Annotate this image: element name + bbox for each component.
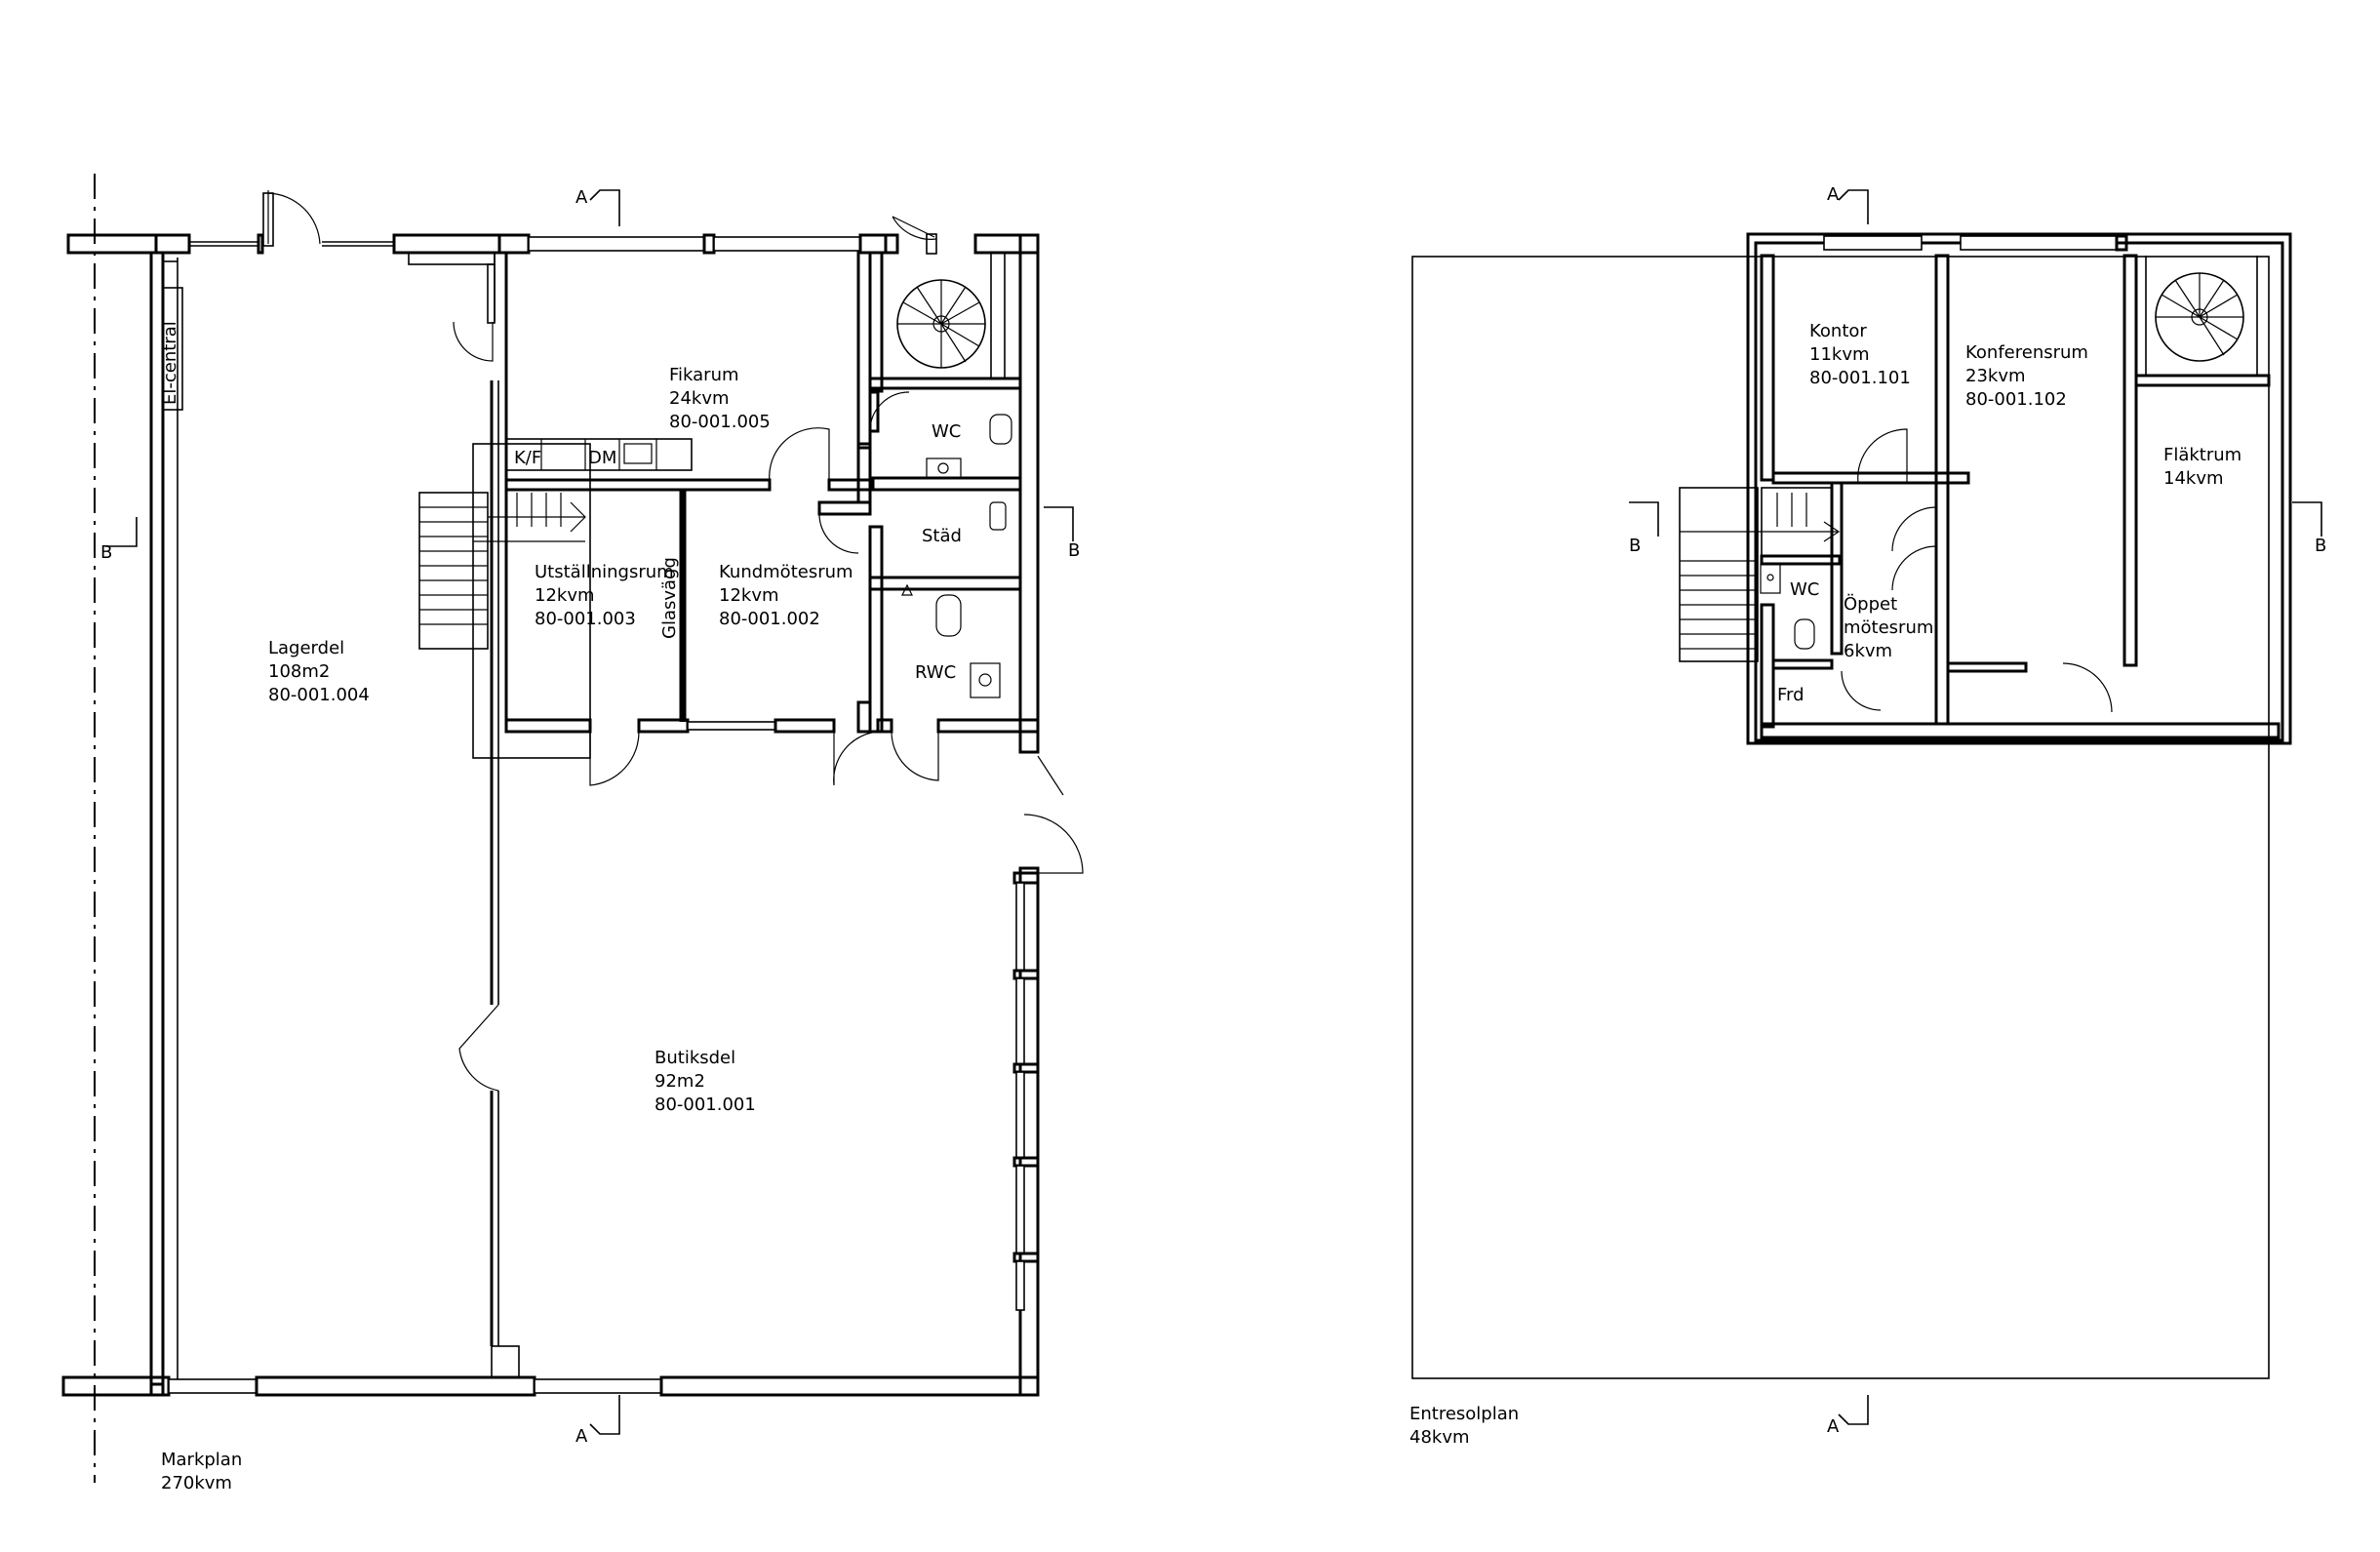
room-name-flaktrum: Fläktrum — [2163, 445, 2241, 465]
room-name-utstallningsrum: Utställningsrum — [535, 562, 674, 582]
room-labels: Lagerdel 108m2 80-001.004 Fikarum 24kvm … — [160, 321, 2241, 1115]
label-dm: DM — [588, 448, 616, 468]
room-area-utstallningsrum: 12kvm — [535, 585, 595, 606]
section-a-top-ground: A — [575, 187, 588, 208]
room-id-kundmotesrum: 80-001.002 — [719, 609, 820, 629]
room-area-kundmotesrum: 12kvm — [719, 585, 779, 606]
door-swings-ground — [262, 190, 1084, 1092]
room-name-oppet-2: mötesrum — [1844, 617, 1933, 638]
plan-title-markplan: Markplan — [161, 1450, 242, 1470]
label-rwc: RWC — [915, 662, 956, 683]
room-id-lagerdel: 80-001.004 — [268, 685, 370, 705]
room-id-fikarum: 80-001.005 — [669, 412, 771, 432]
section-labels: A A B B A A B B — [100, 184, 2326, 1447]
section-b-left-mezzanine: B — [1629, 536, 1641, 556]
room-id-konferensrum: 80-001.102 — [1965, 389, 2067, 410]
section-a-top-mezzanine: A — [1827, 184, 1840, 205]
room-area-konferensrum: 23kvm — [1965, 366, 2026, 386]
section-markers-ground — [105, 189, 1074, 1435]
section-b-right-ground: B — [1068, 540, 1080, 561]
room-name-butiksdel: Butiksdel — [654, 1048, 735, 1068]
markplan-walls — [61, 174, 1040, 1483]
spiral-stair-ground — [896, 279, 986, 369]
room-name-oppet-1: Öppet — [1844, 593, 1897, 615]
fixtures-ground — [901, 414, 1012, 698]
label-glasvagg: Glasvägg — [659, 557, 680, 639]
room-area-flaktrum: 14kvm — [2163, 468, 2224, 489]
room-area-lagerdel: 108m2 — [268, 661, 330, 682]
room-area-fikarum: 24kvm — [669, 388, 730, 409]
room-area-kontor: 11kvm — [1809, 344, 1870, 365]
stair-mezzanine — [1679, 487, 1841, 662]
section-a-bottom-ground: A — [575, 1426, 588, 1447]
label-el-central: El-central — [160, 321, 180, 405]
label-frd: Frd — [1777, 685, 1805, 705]
section-a-bottom-mezzanine: A — [1827, 1416, 1840, 1437]
section-markers-mezzanine — [1629, 189, 2322, 1425]
label-wc-ground: WC — [932, 421, 961, 442]
section-b-right-mezzanine: B — [2315, 536, 2326, 556]
stair-ground — [418, 443, 591, 759]
room-area-oppet: 6kvm — [1844, 641, 1892, 661]
room-id-utstallningsrum: 80-001.003 — [535, 609, 636, 629]
section-b-left-ground: B — [100, 542, 112, 563]
room-name-kontor: Kontor — [1809, 321, 1867, 341]
plan-area-entresolplan: 48kvm — [1409, 1427, 1470, 1448]
plan-title-entresolplan: Entresolplan — [1409, 1404, 1519, 1424]
room-name-kundmotesrum: Kundmötesrum — [719, 562, 853, 582]
room-name-konferensrum: Konferensrum — [1965, 342, 2088, 363]
entresolplan-walls — [1411, 232, 2292, 1379]
room-id-butiksdel: 80-001.001 — [654, 1094, 756, 1115]
room-id-kontor: 80-001.101 — [1809, 368, 1911, 388]
door-swings-mezzanine — [1760, 428, 2113, 713]
spiral-stair-mezzanine — [2155, 272, 2244, 362]
label-wc-mezzanine: WC — [1790, 579, 1819, 600]
room-name-lagerdel: Lagerdel — [268, 638, 344, 658]
plan-titles: Markplan 270kvm Entresolplan 48kvm — [161, 1404, 1519, 1493]
plan-area-markplan: 270kvm — [161, 1473, 232, 1493]
label-stad: Städ — [922, 526, 962, 546]
room-name-fikarum: Fikarum — [669, 365, 739, 385]
room-area-butiksdel: 92m2 — [654, 1071, 705, 1092]
label-kf: K/F — [514, 448, 541, 468]
